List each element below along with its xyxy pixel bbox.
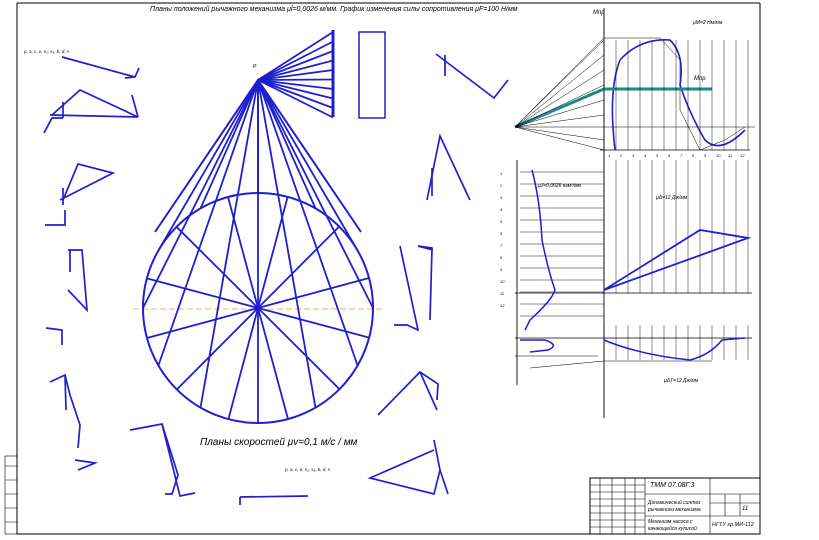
moment-ray: [514, 114, 605, 128]
plate-ray: [257, 78, 334, 81]
position-number: 9: [500, 267, 503, 272]
energy-graph: [515, 160, 752, 385]
pole-ray: [157, 79, 259, 251]
position-number: 9: [704, 153, 707, 158]
position-number: 2: [619, 153, 623, 158]
inertia-scale: μJ=0,0026 кгм²/мм: [537, 183, 582, 189]
velocity-plan-title: Планы скоростей μv=0,1 м/с / мм: [200, 437, 358, 448]
moment-ray: [514, 126, 605, 151]
drawing-title: Планы положений рычажного механизма μl=0…: [150, 6, 518, 13]
plate-ray: [257, 79, 334, 100]
pole-ray: [199, 79, 259, 408]
pole-ray: [257, 79, 374, 309]
moment-ray: [514, 69, 605, 128]
stamp-organization: НГТУ гр.МИ-112: [712, 522, 754, 528]
position-number: 12: [740, 153, 745, 158]
pole-label: P: [253, 64, 257, 70]
inertia-horizontals: [520, 171, 604, 317]
graph-verticals: [603, 40, 749, 360]
moment-line-label: Mпр: [694, 76, 706, 82]
position-number: 7: [500, 243, 503, 248]
velocity-plan-rays: [142, 31, 374, 423]
plate-ray: [257, 79, 334, 119]
moment-scale: μM=2 Нм/мм: [692, 20, 723, 26]
moment-ray: [514, 84, 605, 128]
moment-graph-rays: [514, 39, 605, 151]
moment-ray: [514, 54, 605, 128]
position-number: 5: [500, 219, 503, 224]
link-labels-1: p, a, c, e, s₂, s₃, b, d, s: [23, 49, 70, 54]
scale-12: μΔ=12 Дж/мм: [655, 195, 688, 201]
position-number: 4: [644, 153, 647, 158]
sheet-frame: [4, 2, 761, 535]
link-labels-2: p, a, c, e, s₂, s₃, b, d, s: [284, 467, 331, 472]
position-number: 8: [692, 153, 695, 158]
mechanism-positions: [43, 53, 509, 505]
moment-axis-label: Mпр: [593, 10, 605, 16]
position-number: 1: [500, 171, 502, 176]
position-number: 12: [500, 303, 505, 308]
plate-ray: [257, 79, 334, 109]
stamp-title: Динамический синтез рычажного механизма: [648, 500, 701, 513]
position-number: 3: [500, 195, 503, 200]
position-number: 4: [500, 207, 503, 212]
plate-ray: [257, 79, 334, 90]
pole-ray: [257, 79, 317, 408]
stamp-code: ТММ 07.08Г.3: [650, 482, 695, 489]
velocity-plan-star: [146, 196, 370, 420]
moment-ray: [514, 99, 605, 128]
position-number: 1: [608, 153, 610, 158]
plate-ray: [257, 59, 334, 81]
energy-scale: μΔT=12 Дж/мм: [663, 378, 699, 384]
title-block: [589, 477, 761, 535]
plate-ray: [257, 50, 334, 81]
pole-ray: [157, 79, 259, 366]
position-number: 7: [680, 153, 683, 158]
position-number: 2: [499, 183, 503, 188]
position-number: 6: [500, 231, 503, 236]
pole-ray: [142, 79, 259, 309]
plate-ray: [257, 40, 334, 81]
moment-ray: [514, 39, 605, 128]
position-number: 10: [500, 279, 505, 284]
pole-ray: [199, 79, 259, 209]
plate-ray: [257, 31, 334, 81]
position-number: 8: [500, 255, 503, 260]
moment-graph: [514, 8, 755, 418]
pole-ray: [257, 79, 317, 209]
stamp-subtitle: Механизм насоса с качающейся кулисой: [648, 519, 697, 532]
moment-ray: [514, 126, 605, 141]
position-number: 6: [668, 153, 671, 158]
force-graph-top: [331, 30, 386, 119]
plate-ray: [257, 69, 334, 81]
position-number: 11: [728, 153, 732, 158]
stamp-sheet-count: 11: [742, 506, 749, 512]
position-number: 5: [656, 153, 659, 158]
pole-ray: [257, 79, 359, 251]
position-number: 3: [632, 153, 635, 158]
position-number: 11: [500, 291, 504, 296]
diameter: [146, 277, 370, 339]
pole-ray: [257, 79, 359, 366]
position-number: 10: [716, 153, 721, 158]
